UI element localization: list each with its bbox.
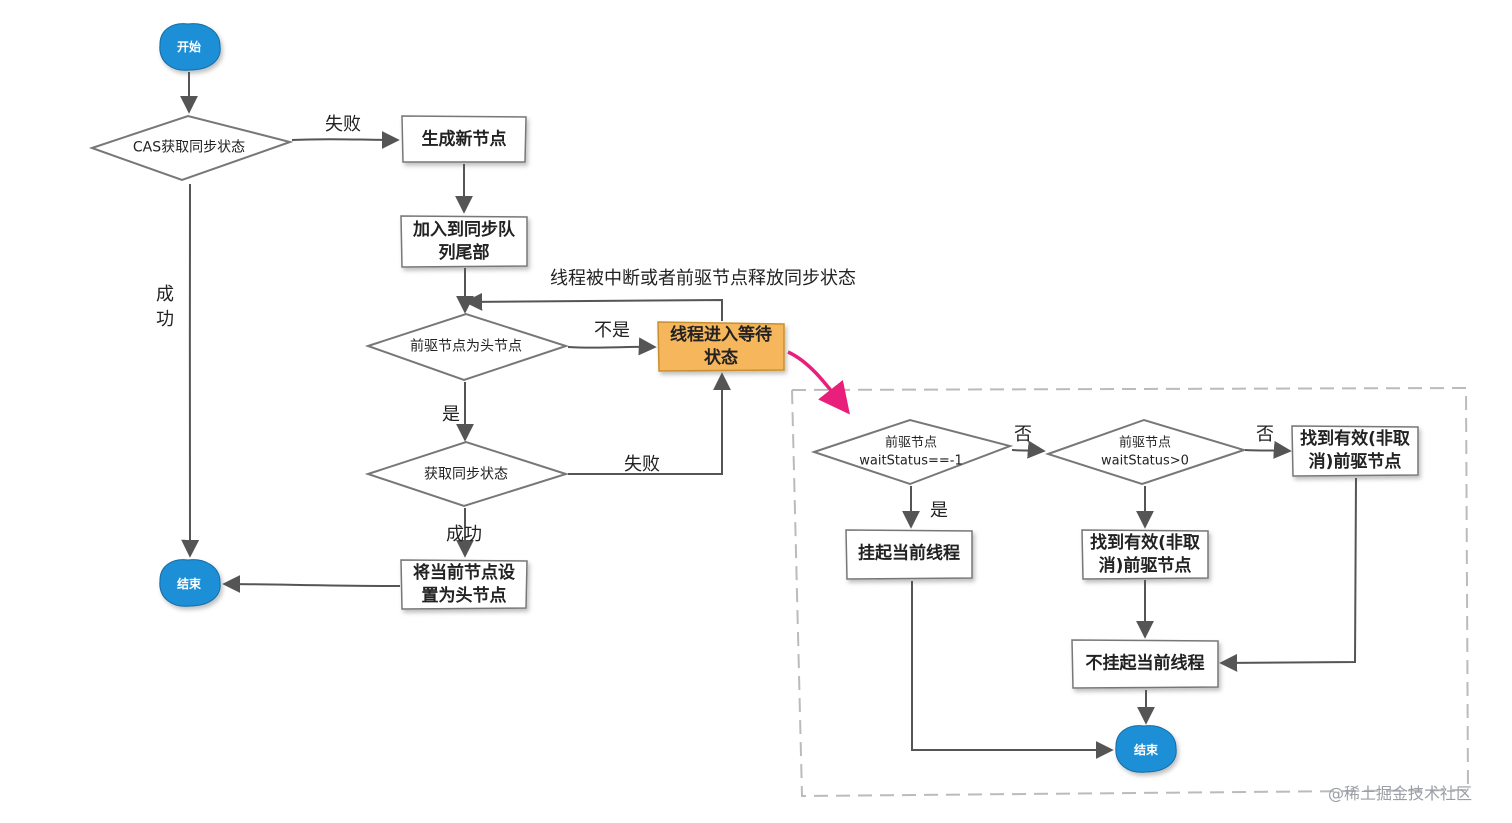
- end-right-label: 结束: [1133, 742, 1159, 757]
- end-left-label: 结束: [176, 576, 202, 591]
- suspend-box: [845, 529, 973, 580]
- end-terminal-right: [1115, 725, 1177, 773]
- edge-wait-detail: [787, 350, 850, 415]
- ws-gt-decision: [1044, 418, 1248, 486]
- edge-pred-wait: [567, 337, 657, 356]
- edge-interrupt-label: 线程被中断或者前驱节点释放同步状态: [550, 268, 856, 289]
- no-suspend-box: [1071, 639, 1219, 689]
- edge-wseq-wsgt: [1011, 440, 1046, 459]
- edge-sethead-end: [222, 575, 401, 594]
- edge-acquire-success-label: 成功: [446, 524, 482, 545]
- new-node-label: 生成新节点: [421, 129, 507, 150]
- wait-box: [657, 321, 785, 372]
- end-terminal-left: [159, 559, 221, 607]
- edge-wseq-yes-label: 是: [930, 500, 948, 521]
- find-valid-right-label: 找到有效(非取 消)前驱节点: [1300, 429, 1410, 472]
- cas-decision-label: CAS获取同步状态: [132, 139, 246, 156]
- new-node-box: [401, 115, 527, 163]
- edge-is-head-label: 是: [442, 404, 460, 425]
- edge-cas-success-label: 成 功: [156, 284, 174, 331]
- edge-wait-loop: [464, 292, 723, 321]
- pred-head-decision: [364, 312, 570, 382]
- edge-wsgt-findvalid: [1244, 440, 1292, 459]
- edge-acquire-fail-label: 失败: [624, 454, 660, 475]
- edge-cas-newnode: [291, 130, 400, 149]
- watermark: @稀土掘金技术社区: [1328, 784, 1473, 803]
- edge-findright-nosuspend: [1219, 477, 1357, 672]
- edge-acquire-wait: [568, 372, 731, 475]
- ws-eq-label: 前驱节点 waitStatus==-1: [859, 435, 963, 468]
- set-head-box: [400, 559, 528, 610]
- start-terminal: [159, 23, 221, 71]
- cas-decision: [88, 114, 294, 182]
- find-valid-mid-box: [1081, 529, 1209, 580]
- edge-wsgt-no-label: 否: [1256, 424, 1274, 445]
- edge-suspend-end: [911, 581, 1114, 759]
- suspend-label: 挂起当前线程: [858, 543, 960, 564]
- acquire-label: 获取同步状态: [424, 466, 508, 483]
- enqueue-box: [400, 215, 528, 268]
- no-suspend-label: 不挂起当前线程: [1085, 653, 1205, 674]
- edge-cas-fail-label: 失败: [325, 114, 361, 135]
- ws-eq-decision: [810, 418, 1014, 486]
- edge-cas-end: [181, 183, 200, 558]
- acquire-decision: [364, 440, 570, 508]
- enqueue-label: 加入到同步队 列尾部: [413, 220, 515, 263]
- find-valid-right-box: [1291, 425, 1419, 477]
- detail-frame: [790, 386, 1470, 798]
- edge-wseq-no-label: 否: [1014, 424, 1032, 445]
- edge-not-head-label: 不是: [594, 320, 630, 341]
- wait-label: 线程进入等待 状态: [670, 325, 772, 368]
- pred-head-label: 前驱节点为头节点: [410, 338, 522, 355]
- set-head-label: 将当前节点设 置为头节点: [413, 563, 515, 606]
- start-label: 开始: [176, 39, 202, 54]
- ws-gt-label: 前驱节点 waitStatus>0: [1101, 435, 1189, 468]
- find-valid-mid-label: 找到有效(非取 消)前驱节点: [1090, 533, 1200, 576]
